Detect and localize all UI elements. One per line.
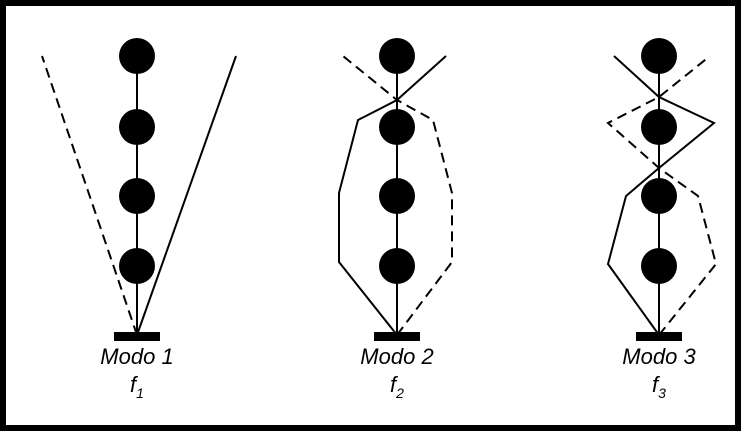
mode-2-mass-4 [379, 248, 415, 284]
mode-3-frequency: f3 [589, 372, 729, 401]
mode-3-base [636, 332, 682, 341]
mode-1-diagram [41, 38, 237, 341]
mode-2-mass-3 [379, 178, 415, 214]
mode-1-shape-dashed [41, 55, 138, 336]
mode-2-frequency: f2 [327, 372, 467, 401]
mode-1-base [114, 332, 160, 341]
mode-3-label: Modo 3 [622, 344, 696, 369]
mode-1-frequency: f1 [67, 372, 207, 401]
mode-2-frequency-symbol: f [390, 372, 397, 397]
mode-2-label: Modo 2 [360, 344, 434, 369]
mode-2-shape-dashed [342, 55, 453, 336]
mode-3-mass-3 [641, 178, 677, 214]
mode-1-mass-3 [119, 178, 155, 214]
mode-3-mass-4 [641, 248, 677, 284]
mode-3-diagram [606, 38, 718, 341]
mode-1-frequency-symbol: f [130, 372, 137, 397]
mode-1-label: Modo 1 [100, 344, 174, 369]
mode-2-mass-1 [379, 38, 415, 74]
mode-2-diagram [338, 38, 453, 341]
mode-1-mass-4 [119, 248, 155, 284]
mode-2-frequency-subscript: 2 [396, 385, 404, 401]
mode-1-mass-2 [119, 109, 155, 145]
mode-3-shape-dashed [606, 55, 718, 336]
mode-3-frequency-symbol: f [652, 372, 659, 397]
mode-1-shape-solid [136, 55, 237, 336]
mode-1-mass-1 [119, 38, 155, 74]
mode-3-mass-2 [641, 109, 677, 145]
mode-2-shape-solid [338, 55, 447, 336]
mode-1-frequency-subscript: 1 [136, 385, 144, 401]
mode-2-base [374, 332, 420, 341]
mode-3-frequency-subscript: 3 [658, 385, 666, 401]
mode-3-mass-1 [641, 38, 677, 74]
mode-2-mass-2 [379, 109, 415, 145]
